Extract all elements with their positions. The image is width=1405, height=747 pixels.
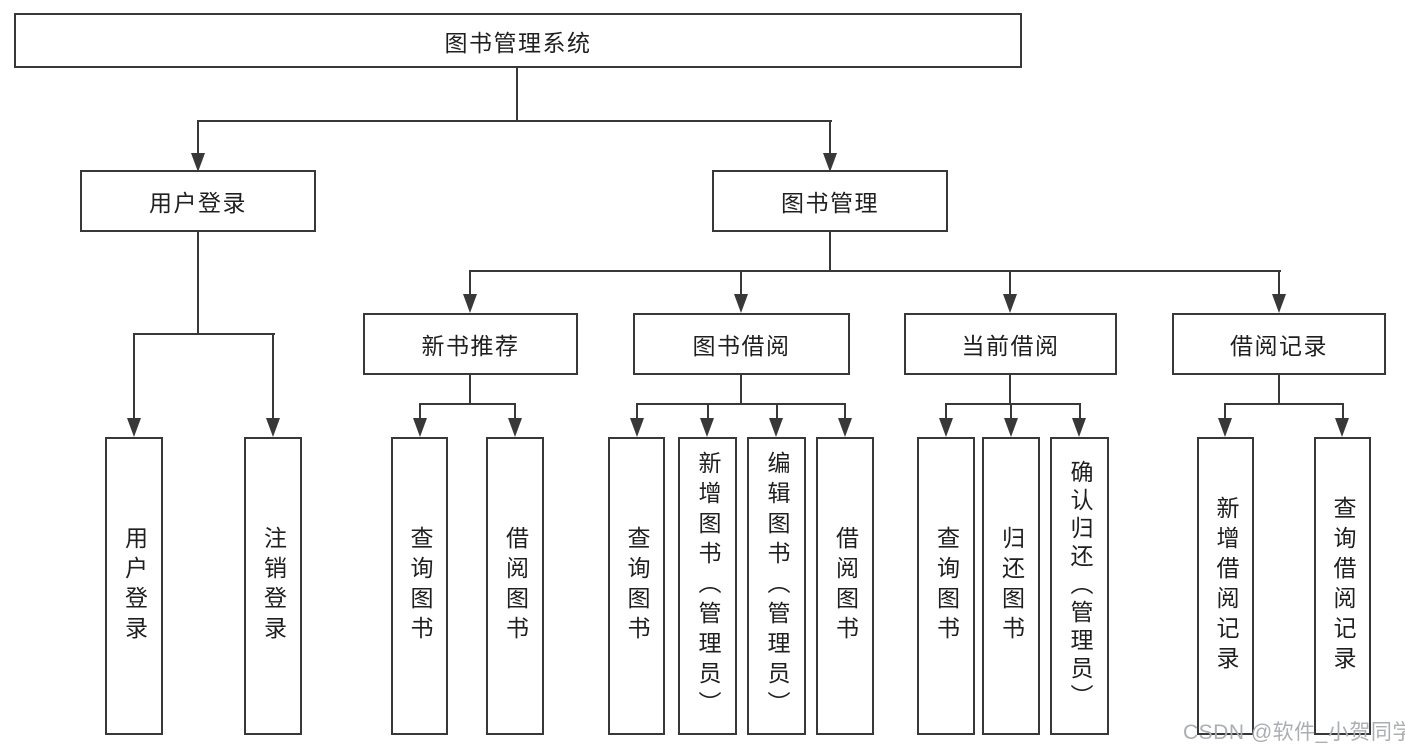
v-line (469, 375, 471, 405)
leaf-label: 编辑图书（管理员） (764, 451, 790, 721)
leaf-borrow-add-admin: 新增图书（管理员） (678, 437, 737, 735)
arrow-down-icon (1272, 294, 1286, 313)
leaf-label: 查询图书 (933, 526, 960, 646)
v-line (272, 333, 274, 419)
v-line (1009, 375, 1011, 405)
arrow-down-icon (266, 418, 280, 437)
arrow-down-icon (939, 418, 953, 437)
leaf-label: 新增图书（管理员） (695, 451, 721, 721)
v-line (1342, 403, 1344, 419)
arrow-down-icon (1072, 418, 1086, 437)
h-line (197, 120, 832, 122)
v-line (829, 232, 831, 272)
v-line (514, 403, 516, 419)
node-borrow-records: 借阅记录 (1172, 313, 1386, 375)
arrow-down-icon (1218, 418, 1232, 437)
leaf-label: 查询借阅记录 (1330, 496, 1356, 676)
v-line (707, 403, 709, 419)
leaf-logout: 注销登录 (244, 437, 302, 735)
leaf-current-return: 归还图书 (982, 437, 1040, 735)
leaf-borrow-borrow: 借阅图书 (816, 437, 874, 735)
leaf-borrow-query: 查询图书 (608, 437, 665, 735)
v-line (740, 375, 742, 405)
leaf-record-add: 新增借阅记录 (1197, 437, 1254, 735)
arrow-down-icon (823, 153, 837, 172)
arrow-down-icon (191, 153, 205, 172)
arrow-down-icon (838, 418, 852, 437)
arrow-down-icon (1004, 418, 1018, 437)
v-line (1010, 403, 1012, 419)
node-system-root: 图书管理系统 (14, 13, 1022, 68)
leaf-label: 确认归还（管理员） (1067, 460, 1093, 712)
v-line (1079, 403, 1081, 419)
csdn-watermark: CSDN @软件_小贺同学 (1183, 721, 1405, 744)
leaf-user-login: 用户登录 (105, 437, 163, 735)
v-line (133, 333, 135, 419)
v-line (945, 403, 947, 419)
v-line (1224, 403, 1226, 419)
h-line (636, 403, 846, 405)
arrow-down-icon (1335, 418, 1349, 437)
v-line (1278, 270, 1280, 296)
node-user-login: 用户登录 (80, 170, 316, 232)
v-line (829, 120, 831, 154)
v-line (469, 270, 471, 296)
leaf-newbook-query: 查询图书 (391, 437, 448, 735)
h-line (133, 333, 275, 335)
v-line (740, 270, 742, 296)
v-line (419, 403, 421, 419)
arrow-down-icon (1003, 294, 1017, 313)
leaf-label: 查询图书 (624, 526, 650, 646)
leaf-label: 查询图书 (407, 526, 433, 646)
node-new-book-recommend: 新书推荐 (363, 313, 578, 375)
leaf-label: 新增借阅记录 (1213, 496, 1239, 676)
h-line (419, 403, 516, 405)
v-line (197, 120, 199, 154)
leaf-label: 借阅图书 (832, 526, 859, 646)
arrow-down-icon (769, 418, 783, 437)
v-line (516, 68, 518, 122)
leaf-label: 注销登录 (260, 526, 287, 646)
arrow-down-icon (463, 294, 477, 313)
leaf-current-query: 查询图书 (917, 437, 975, 735)
arrow-down-icon (413, 418, 427, 437)
leaf-label: 用户登录 (121, 526, 148, 646)
arrow-down-icon (508, 418, 522, 437)
v-line (636, 403, 638, 419)
leaf-label: 归还图书 (998, 526, 1025, 646)
node-book-management: 图书管理 (712, 170, 948, 232)
v-line (1278, 375, 1280, 405)
h-line (945, 403, 1081, 405)
arrow-down-icon (127, 418, 141, 437)
leaf-newbook-borrow: 借阅图书 (486, 437, 544, 735)
leaf-current-confirm-admin: 确认归还（管理员） (1050, 437, 1109, 735)
h-line (469, 270, 1281, 272)
v-line (776, 403, 778, 419)
leaf-label: 借阅图书 (502, 526, 529, 646)
arrow-down-icon (700, 418, 714, 437)
node-book-borrowing: 图书借阅 (633, 313, 850, 375)
v-line (197, 232, 199, 335)
leaf-borrow-edit-admin: 编辑图书（管理员） (747, 437, 806, 735)
v-line (1009, 270, 1011, 296)
node-current-borrowing: 当前借阅 (904, 313, 1117, 375)
arrow-down-icon (630, 418, 644, 437)
arrow-down-icon (734, 294, 748, 313)
v-line (844, 403, 846, 419)
h-line (1224, 403, 1343, 405)
leaf-record-query: 查询借阅记录 (1314, 437, 1371, 735)
